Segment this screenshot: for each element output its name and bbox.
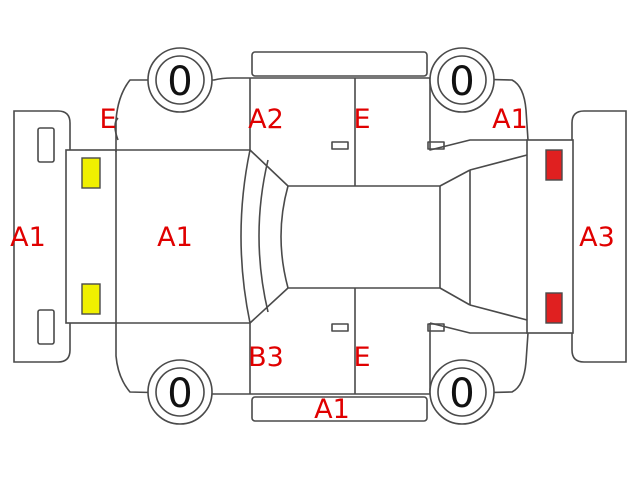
tire-rear-left: 0 — [429, 47, 495, 113]
label-front-bumper: A1 — [10, 222, 46, 253]
rear-right-lamp — [545, 292, 563, 324]
label-left-front-door: A2 — [248, 104, 284, 135]
tire-front-right: 0 — [147, 359, 213, 425]
front-section — [65, 149, 117, 324]
cabin-roof — [240, 149, 528, 324]
bottom-sill-panel — [251, 396, 428, 422]
label-right-sill: A1 — [314, 394, 350, 425]
tire-rear-left-value: 0 — [449, 59, 474, 105]
label-hood: A1 — [157, 222, 193, 253]
label-rear-bumper: A3 — [579, 222, 615, 253]
front-left-lamp — [81, 157, 101, 189]
label-left-rear-door: E — [353, 104, 370, 135]
tire-front-right-value: 0 — [167, 371, 192, 417]
tire-rear-right: 0 — [429, 359, 495, 425]
front-bumper — [13, 110, 71, 363]
label-left-front-fender: E — [99, 104, 116, 135]
tire-rear-right-value: 0 — [449, 371, 474, 417]
label-right-front-door: B3 — [248, 342, 284, 373]
rear-section — [526, 139, 574, 334]
label-left-rear-fender: A1 — [492, 104, 528, 135]
tire-front-left: 0 — [147, 47, 213, 113]
label-right-rear-door: E — [353, 342, 370, 373]
bottom-side-profile — [115, 288, 529, 395]
tire-front-left-value: 0 — [167, 59, 192, 105]
top-sill-panel — [251, 51, 428, 77]
rear-left-lamp — [545, 149, 563, 181]
top-side-profile — [114, 77, 529, 186]
front-right-lamp — [81, 283, 101, 315]
rear-bumper — [571, 110, 627, 363]
